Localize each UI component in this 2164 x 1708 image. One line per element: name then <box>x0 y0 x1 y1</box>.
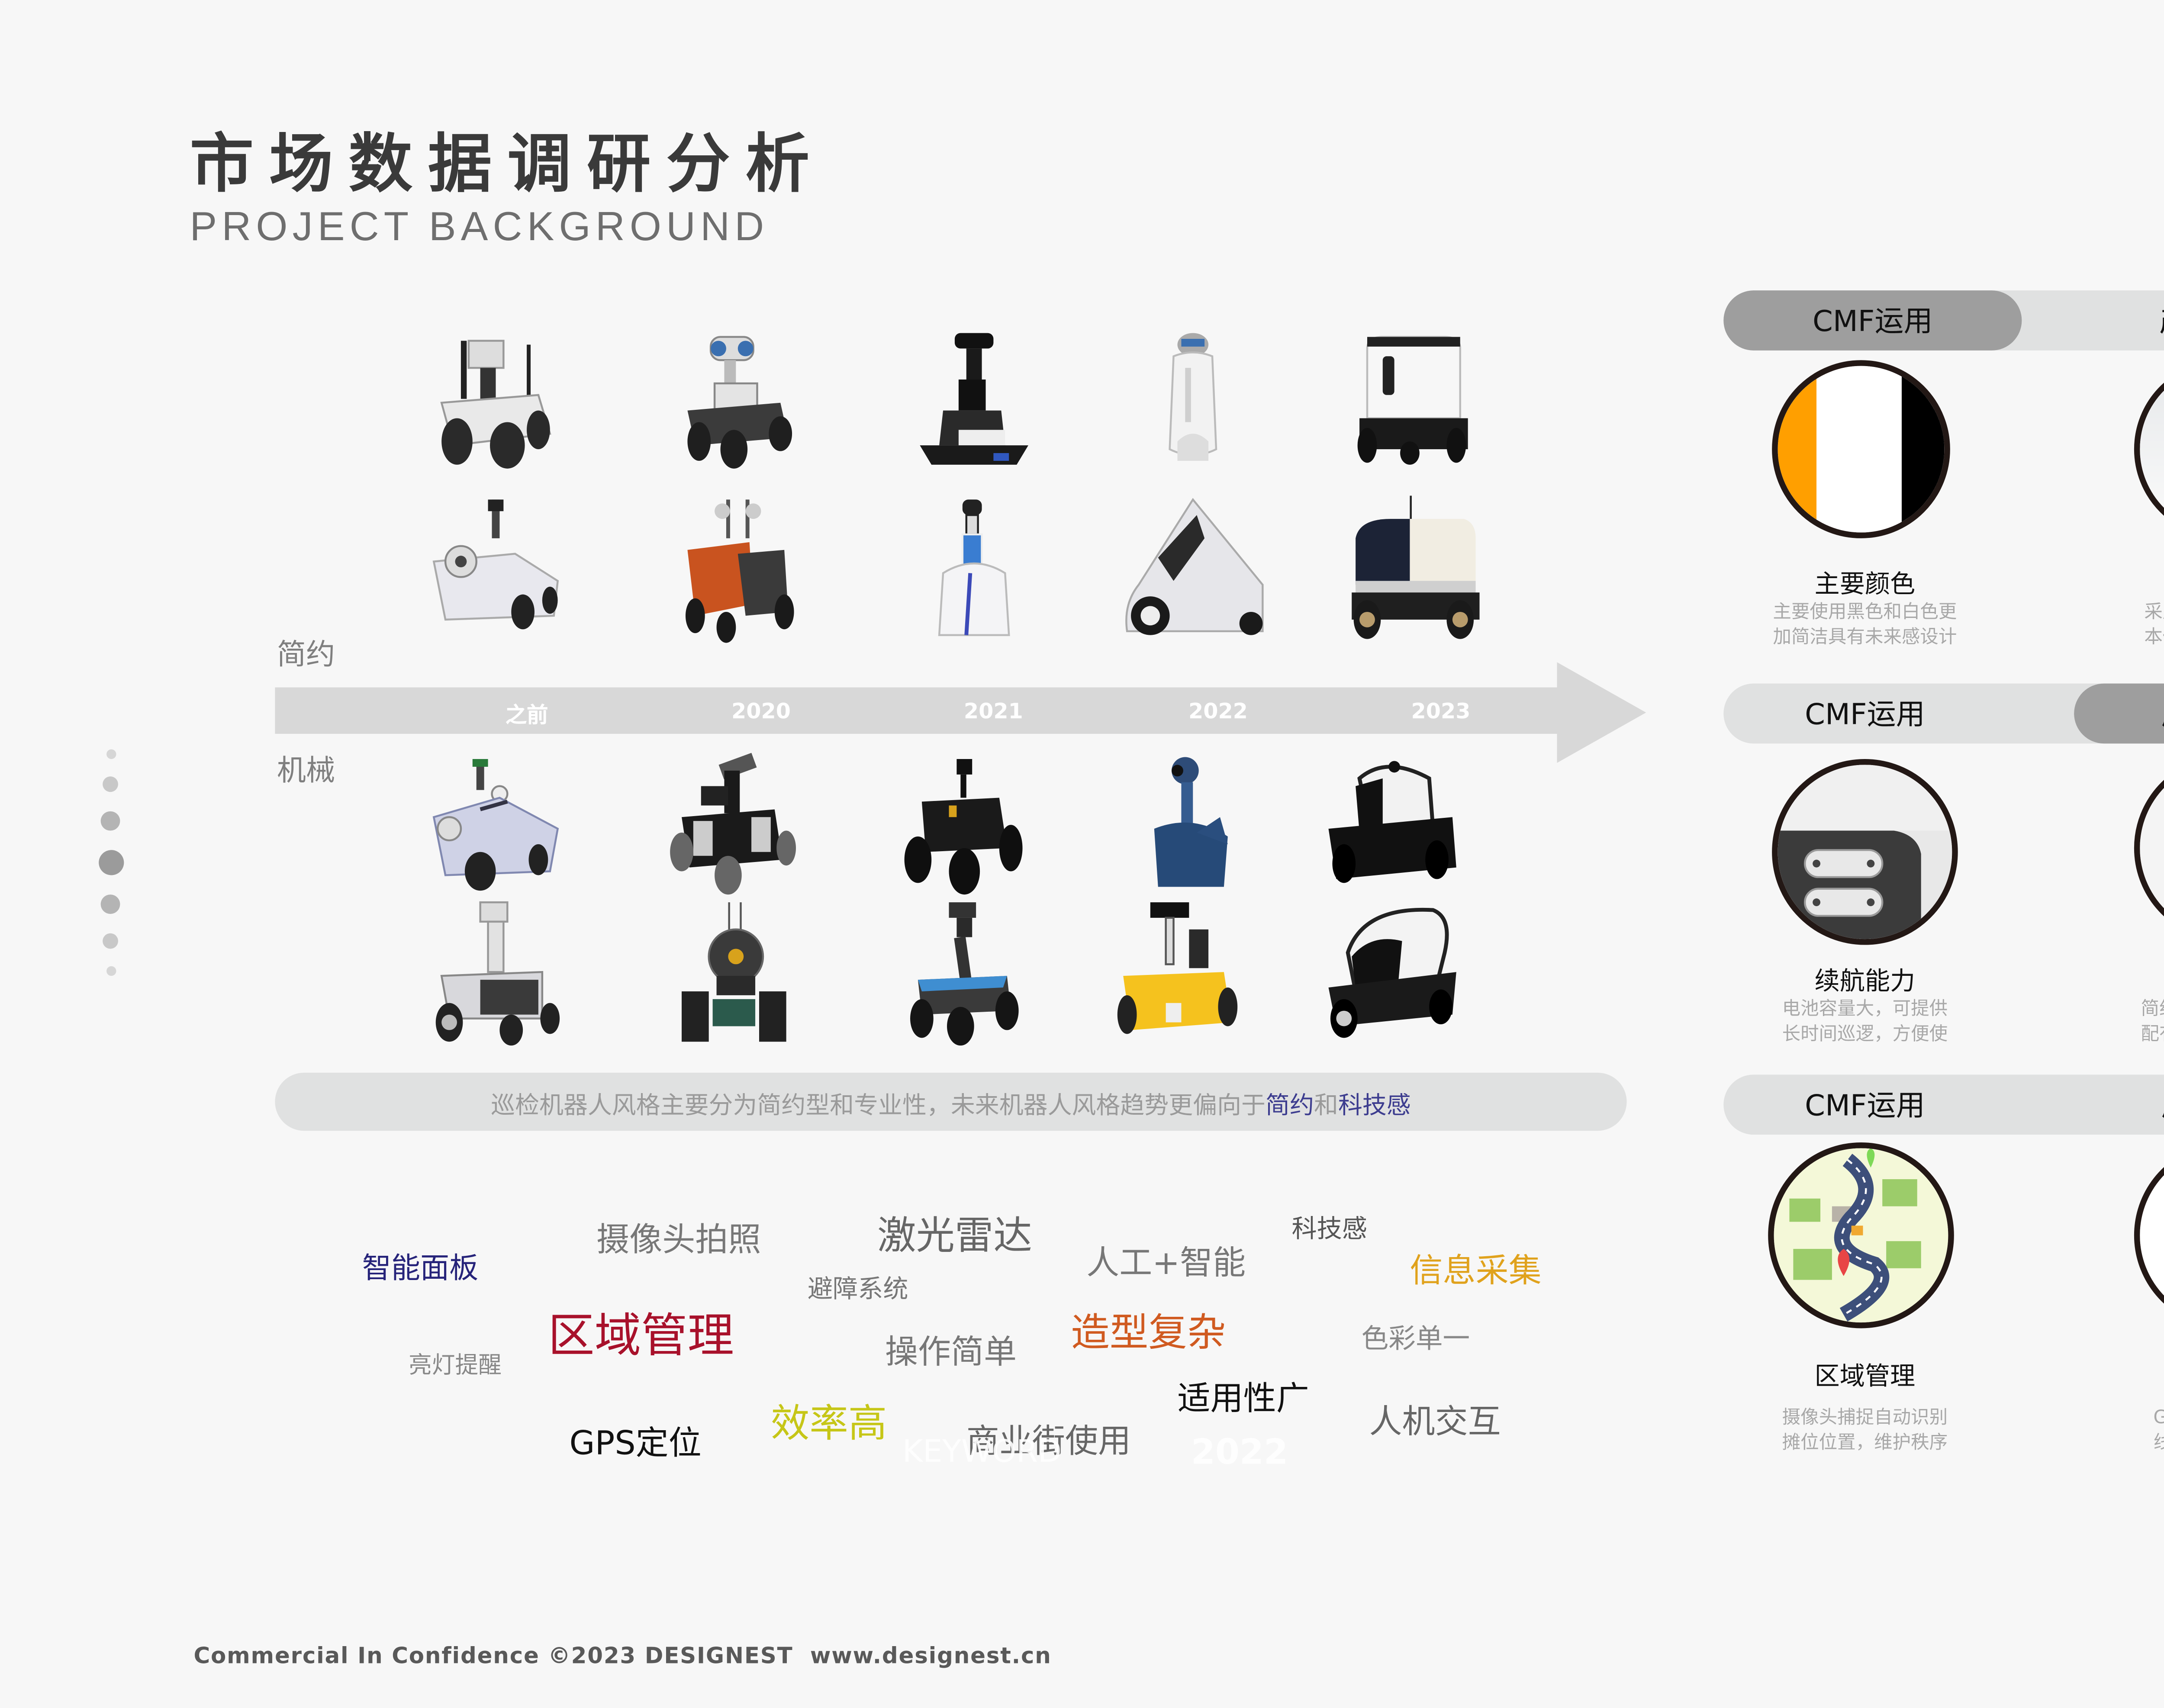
keyword: 区域管理 <box>548 1309 734 1364</box>
robot-image-white-box <box>1336 325 1487 473</box>
keyword: GPS定位 <box>569 1425 702 1464</box>
timeline-arrow-head <box>1557 662 1646 763</box>
tab-positioning[interactable]: 产品定位 <box>2072 290 2164 351</box>
keyword: 亮灯提醒 <box>409 1351 502 1379</box>
feature-title: 简约风格 <box>2082 960 2164 997</box>
keyword: 商业街使用 <box>966 1423 1131 1462</box>
keyword: 适用性广 <box>1177 1380 1309 1419</box>
robot-image-blue-top-camera <box>891 898 1042 1046</box>
glossy-material-image <box>2134 360 2164 538</box>
robot-image-orange-lights <box>668 495 819 643</box>
robot-image-dark-front <box>1336 495 1487 643</box>
robot-image-tracked-turret <box>658 898 809 1045</box>
robot-image-white-tracked <box>422 325 573 473</box>
page-subtitle: PROJECT BACKGROUND <box>190 205 769 250</box>
nav-dot[interactable] <box>100 894 120 914</box>
feature-title: 定位系统 <box>2082 1355 2164 1392</box>
nav-dot[interactable] <box>105 749 116 759</box>
keyword: 摄像头拍照 <box>596 1222 761 1261</box>
feature-title: 区域管理 <box>1814 1363 1916 1393</box>
keyword: 人工+智能 <box>1086 1245 1246 1284</box>
robot-image-mecanum-arm <box>658 751 809 898</box>
panel-tabs-cmf: CMF运用 产品定位 功能亮点 <box>1723 290 2164 351</box>
keyword: 色彩单一 <box>1361 1324 1470 1356</box>
route-map-image <box>1768 1142 1954 1328</box>
feature-desc: 摄像头捕捉自动识别摊位位置，维护秩序 <box>1782 1407 1948 1454</box>
footer-copyright: Commercial In Confidence ©2023 DESIGNEST… <box>193 1642 1052 1669</box>
page-title: 市场数据调研分析 <box>190 125 825 202</box>
robot-image-white-tower <box>1119 325 1270 473</box>
robot-image-police-car <box>422 751 573 898</box>
nav-dot[interactable] <box>105 966 116 976</box>
keyword-watermark: KEYWORD <box>902 1433 1062 1470</box>
nav-dot[interactable] <box>103 776 118 792</box>
feature-title: 主要颜色 <box>1814 571 1916 601</box>
robot-image-black-mast <box>901 325 1052 473</box>
summary-banner: 巡检机器人风格主要分为简约型和专业性，未来机器人风格趋势更偏向于简约和科技感 <box>275 1072 1627 1131</box>
tab-positioning[interactable]: 产品定位 <box>2074 683 2164 744</box>
keyword: 信息采集 <box>1410 1253 1542 1292</box>
cs-robot-image: INTELLIGENT BUTLERCS <box>2134 755 2164 941</box>
summary-highlight-tech: 科技感 <box>1338 1089 1411 1119</box>
nav-dot[interactable] <box>103 933 118 949</box>
feature-desc: 简约未来感风格，黑白配有橙色提醒注意作用 <box>2141 999 2164 1045</box>
keyword: 造型复杂 <box>1071 1309 1226 1356</box>
tab-cmf[interactable]: CMF运用 <box>1723 290 2022 351</box>
robot-image-wedge <box>1119 495 1270 643</box>
tab-cmf[interactable]: CMF运用 <box>1805 1088 1925 1123</box>
keyword: 效率高 <box>770 1400 887 1447</box>
keyword: 操作简单 <box>885 1334 1017 1373</box>
feature-desc: 电池容量大，可提供长时间巡逻，方便使 <box>1782 999 1948 1045</box>
robot-image-black-white-shell <box>1317 751 1468 898</box>
keyword: 避障系统 <box>807 1276 908 1305</box>
keyword: 智能面板 <box>362 1251 479 1286</box>
feature-desc: 主要使用黑色和白色更加简洁具有未来感设计 <box>1773 602 1957 648</box>
robot-image-blue-arm <box>1119 751 1270 898</box>
summary-highlight-simple: 简约 <box>1266 1089 1314 1119</box>
color-swatch-image <box>1772 360 1950 538</box>
year-label: 2022 <box>1188 699 1248 724</box>
keyword: 科技感 <box>1291 1216 1368 1245</box>
tab-positioning[interactable]: 产品定位 <box>2074 1074 2164 1135</box>
feature-desc: 采用铝合金型材，成本低，重量轻，耐磨 <box>2144 602 2164 648</box>
style-label-simple: 简约 <box>277 637 335 672</box>
feature-title: 续航能力 <box>1814 968 1916 997</box>
year-label: 2021 <box>963 699 1023 724</box>
panel-tabs-positioning: CMF运用 产品定位 功能亮点 <box>1723 683 2164 744</box>
feature-title: 主要材质 <box>2082 560 2164 596</box>
robot-image-blue-stripe <box>901 495 1052 643</box>
year-label: 2020 <box>731 699 791 724</box>
tab-cmf[interactable]: CMF运用 <box>1805 697 1925 732</box>
keyword: 激光雷达 <box>877 1212 1032 1259</box>
year-label: 之前 <box>505 703 548 728</box>
robot-image-dual-camera <box>668 325 819 473</box>
nav-dots-left <box>95 742 126 984</box>
summary-text: 巡检机器人风格主要分为简约型和专业性，未来机器人风格趋势更偏向于 <box>491 1089 1266 1119</box>
panel-tabs-highlights: CMF运用 产品定位 功能亮点 <box>1723 1074 2164 1135</box>
year-watermark: 2022 <box>1191 1433 1288 1474</box>
robot-image-car-camera <box>422 495 573 643</box>
location-pin-image <box>2134 1142 2164 1328</box>
summary-conj: 和 <box>1314 1089 1338 1119</box>
robot-image-white-helmet <box>1317 898 1468 1045</box>
year-label: 2023 <box>1411 699 1471 724</box>
nav-dot-active[interactable] <box>97 850 123 875</box>
robot-image-off-road-black <box>891 751 1042 898</box>
nav-dot[interactable] <box>100 811 120 831</box>
robot-image-yellow-base <box>1104 898 1255 1045</box>
keyword: 人机交互 <box>1369 1404 1501 1443</box>
style-label-mechanical: 机械 <box>277 753 335 788</box>
timeline-arrow-bar <box>275 687 1557 734</box>
feature-desc: GPS定位，规划路线管理摆摊区域位 <box>2082 1408 2164 1456</box>
battery-detail-image <box>1772 759 1958 945</box>
robot-image-white-mast-cart <box>422 898 573 1046</box>
